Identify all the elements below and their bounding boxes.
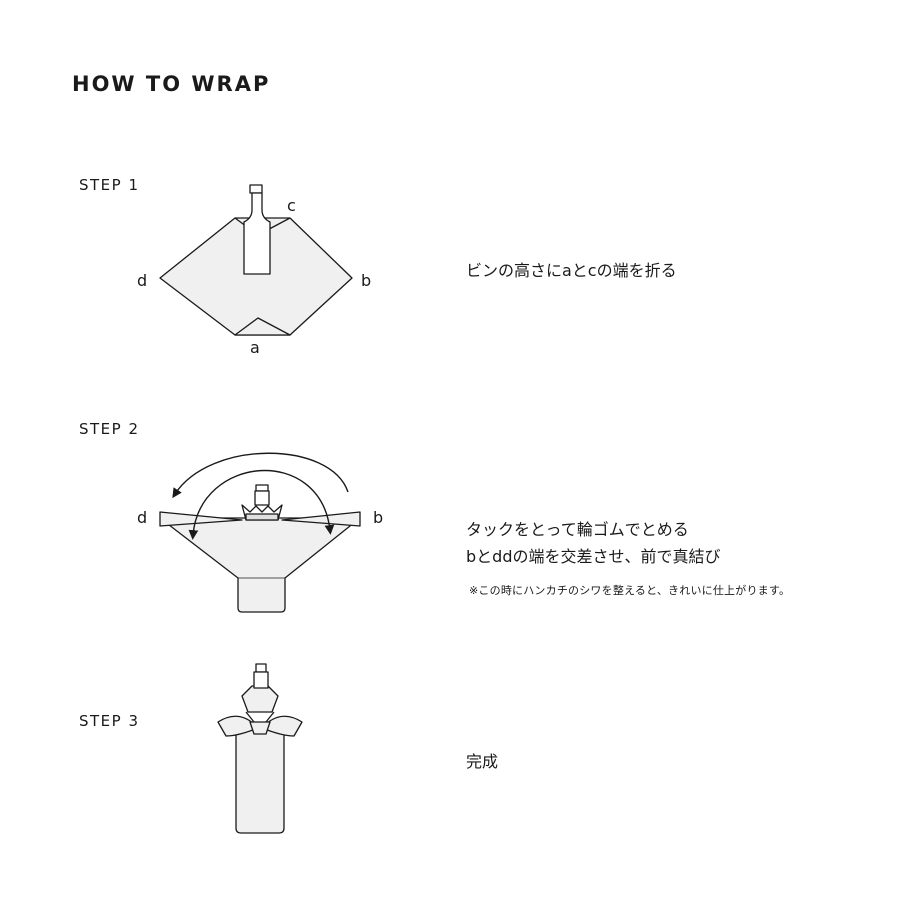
- flap-right: [281, 511, 361, 527]
- bottle-icon: [243, 184, 271, 275]
- step-2-label: STEP 2: [79, 420, 140, 438]
- step-1-description: ビンの高さにaとcの端を折る: [466, 261, 677, 280]
- step-2-line-2: bとddの端を交差させ、前で真結び: [466, 547, 721, 566]
- step-3-figure: [217, 663, 303, 834]
- arrow-left-to-right: [172, 452, 349, 499]
- step-1-figure: [159, 184, 353, 336]
- handkerchief-cloth: [159, 517, 361, 613]
- step-2-note: ※この時にハンカチのシワを整えると、きれいに仕上がります。: [469, 584, 791, 597]
- arrow-right-to-left: [188, 469, 335, 540]
- bottle-cap-icon: [255, 663, 267, 673]
- step-1-label: STEP 1: [79, 176, 140, 194]
- step-2-description: タックをとって輪ゴムでとめる bとddの端を交差させ、前で真結び: [466, 516, 720, 570]
- bottle-top-icon: [241, 484, 283, 521]
- knot-icon: [217, 711, 303, 737]
- step-3-label: STEP 3: [79, 712, 140, 730]
- corner-label-b: b: [361, 271, 371, 290]
- neck-cloth: [241, 685, 279, 713]
- step-3-description: 完成: [466, 752, 499, 771]
- wrapped-bottle-body: [235, 729, 285, 834]
- corner-label-b-step2: b: [373, 508, 383, 527]
- corner-label-d-step2: d: [137, 508, 147, 527]
- page-title: HOW TO WRAP: [72, 72, 271, 96]
- corner-label-d: d: [137, 271, 147, 290]
- flap-left: [159, 511, 243, 527]
- fold-bottom: [234, 317, 291, 336]
- corner-label-c: c: [287, 196, 296, 215]
- rubber-band: [245, 513, 279, 521]
- step-2-figure: [159, 452, 361, 613]
- step-2-line-1: タックをとって輪ゴムでとめる: [466, 520, 689, 539]
- corner-label-a: a: [250, 338, 260, 357]
